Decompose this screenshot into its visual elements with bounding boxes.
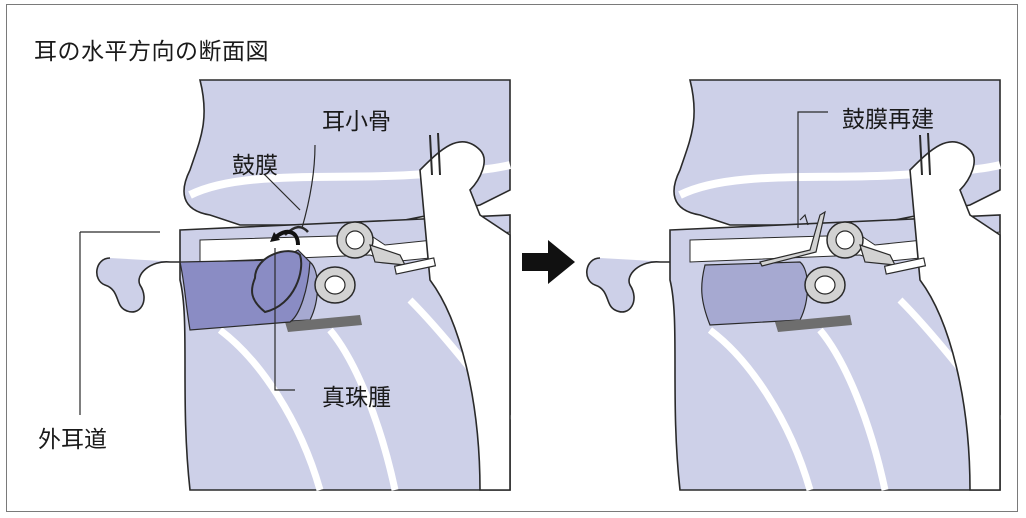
right-arrow-icon — [522, 240, 575, 284]
ear-section-after — [587, 80, 1000, 490]
label-ear-canal: 外耳道 — [38, 420, 107, 454]
ear-section-before — [80, 80, 510, 490]
page-title: 耳の水平方向の断面図 — [34, 32, 269, 66]
label-cholesteatoma: 真珠腫 — [322, 378, 391, 412]
label-eardrum-reconstruction: 鼓膜再建 — [842, 100, 934, 134]
label-eardrum: 鼓膜 — [232, 146, 278, 180]
label-ossicles: 耳小骨 — [322, 102, 391, 136]
